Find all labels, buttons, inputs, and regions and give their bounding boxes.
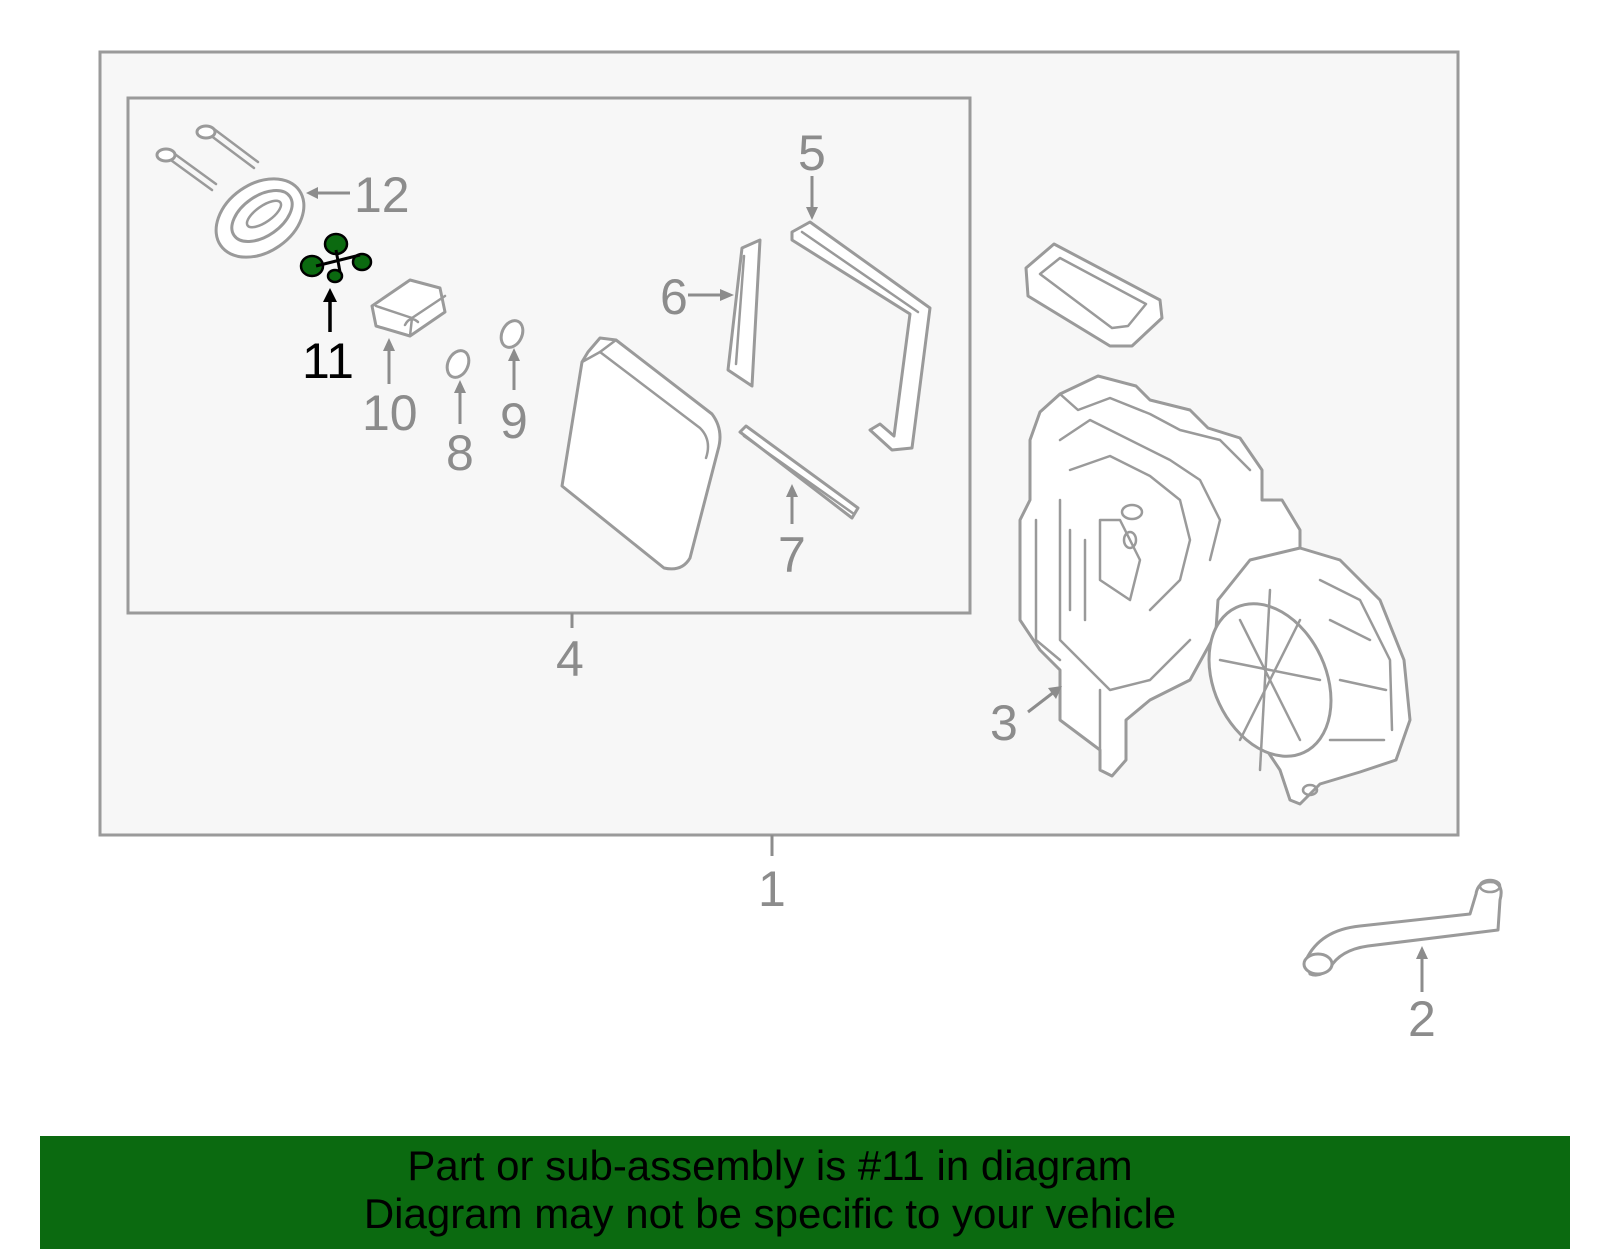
part-8-oring[interactable] bbox=[443, 347, 473, 381]
inner-frame bbox=[126, 96, 972, 615]
callout-2: 2 bbox=[1408, 991, 1436, 1047]
callout-9: 9 bbox=[500, 393, 528, 449]
callout-10: 10 bbox=[362, 385, 418, 441]
duct-gasket[interactable] bbox=[1024, 242, 1164, 348]
leader-3-arrow bbox=[1048, 686, 1062, 699]
callout-8: 8 bbox=[446, 425, 474, 481]
callout-1: 1 bbox=[758, 861, 786, 917]
leader-9-arrow bbox=[508, 348, 520, 361]
leader-12-arrow bbox=[306, 187, 318, 199]
callout-7: 7 bbox=[778, 527, 806, 583]
part-7-strip[interactable] bbox=[738, 424, 860, 520]
banner-line-part: Part or sub-assembly is #11 in diagram bbox=[407, 1142, 1133, 1189]
part-10-valve[interactable] bbox=[370, 278, 447, 338]
callout-6: 6 bbox=[660, 269, 688, 325]
banner-line-disclaimer: Diagram may not be specific to your vehi… bbox=[363, 1190, 1177, 1237]
leader-10-arrow bbox=[383, 338, 395, 351]
part-9-oring[interactable] bbox=[497, 317, 527, 351]
leader-2-arrow bbox=[1416, 946, 1428, 959]
callout-3: 3 bbox=[990, 695, 1018, 751]
leader-6-arrow bbox=[720, 289, 734, 301]
info-banner: Part or sub-assembly is #11 in diagram D… bbox=[40, 1136, 1570, 1249]
part-2-drain-hose[interactable] bbox=[1302, 878, 1503, 977]
callout-4: 4 bbox=[556, 631, 584, 687]
part-6-seal[interactable] bbox=[726, 238, 762, 388]
leader-11-arrow bbox=[323, 288, 337, 302]
leader-8-arrow bbox=[454, 380, 466, 393]
callout-12: 12 bbox=[354, 167, 410, 223]
callout-5: 5 bbox=[798, 125, 826, 181]
part-12-screws[interactable] bbox=[155, 124, 260, 192]
callout-11[interactable]: 11 bbox=[302, 333, 354, 389]
leader-5-arrow bbox=[806, 207, 818, 220]
leader-3 bbox=[1027, 690, 1055, 714]
leader-7-arrow bbox=[786, 484, 798, 497]
part-11-fitting[interactable] bbox=[299, 232, 373, 284]
part-5-seal[interactable] bbox=[790, 220, 932, 452]
evaporator-core[interactable] bbox=[560, 336, 722, 571]
blower-housing[interactable] bbox=[1185, 546, 1412, 806]
part-12-seal[interactable] bbox=[201, 163, 319, 274]
